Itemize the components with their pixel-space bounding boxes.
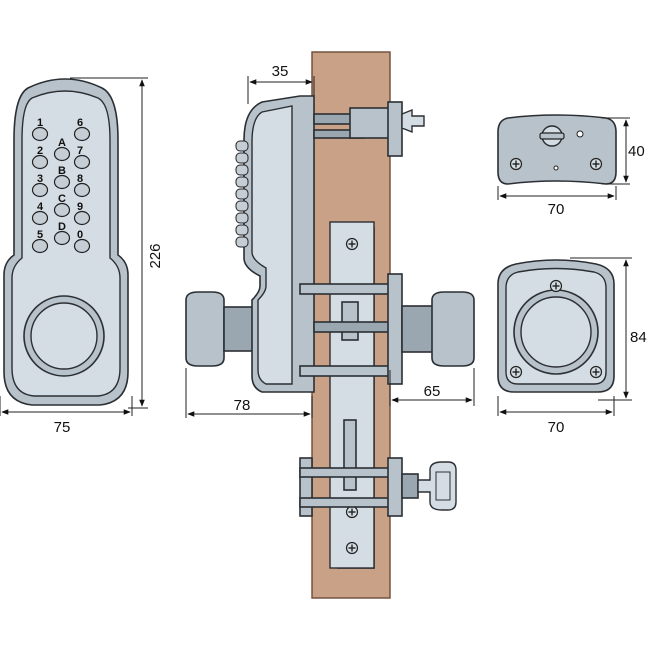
dim-keypad-height: 226 — [147, 243, 164, 268]
keypad-button[interactable] — [73, 238, 91, 254]
keypad-button-label: B — [58, 165, 66, 177]
keypad-button[interactable] — [53, 230, 71, 246]
dim-rose-height: 84 — [630, 329, 647, 346]
keypad-button-label: 0 — [77, 229, 83, 241]
keypad-side-face — [251, 105, 293, 385]
side-button — [235, 200, 249, 212]
phillips-screw-icon — [589, 365, 603, 379]
latch-slot — [341, 301, 359, 341]
side-dimension-lines: 35 78 65 — [185, 63, 475, 418]
keypad-button[interactable] — [31, 126, 49, 142]
outside-knob — [185, 291, 225, 367]
keypad-button[interactable] — [73, 182, 91, 198]
keypad-button[interactable] — [31, 154, 49, 170]
inside-top-plate — [387, 101, 403, 157]
front-knob — [30, 302, 98, 370]
phillips-screw-icon — [549, 279, 563, 293]
keypad-button[interactable] — [31, 238, 49, 254]
inside-knob — [431, 291, 475, 367]
keypad-button-label: 4 — [37, 201, 44, 213]
cylinder-rail-2 — [299, 497, 401, 508]
rail-upper — [299, 283, 401, 295]
keypad-button-label: C — [58, 193, 66, 205]
phillips-screw-icon — [509, 157, 523, 171]
dim-rear-plate-width: 70 — [548, 201, 565, 218]
keypad-button-label: 2 — [37, 145, 43, 157]
keypad-button[interactable] — [31, 210, 49, 226]
key-icon — [417, 461, 457, 511]
thumb-turn-icon — [401, 108, 425, 134]
phillips-screw-icon — [589, 157, 603, 171]
side-section-view — [185, 51, 475, 599]
phillips-screw-icon — [509, 365, 523, 379]
keypad-button[interactable] — [53, 146, 71, 162]
keypad-buttons: 1 2 3 4 5 A B C D 6 7 8 9 0 — [31, 117, 91, 254]
rail-lower — [299, 365, 401, 377]
cylinder-rail-1 — [299, 467, 401, 478]
dim-knob-inside: 65 — [424, 383, 441, 400]
keypad-button-label: 8 — [77, 173, 83, 185]
keypad-front-view: 1 2 3 4 5 A B C D 6 7 8 9 0 — [3, 78, 129, 406]
keypad-button-label: 3 — [37, 173, 43, 185]
rear-plate — [497, 114, 617, 185]
keypad-button-label: 1 — [37, 117, 43, 129]
phillips-screw-icon — [345, 541, 359, 555]
side-buttons — [235, 140, 249, 248]
cylinder-body — [401, 473, 419, 499]
side-button — [235, 176, 249, 188]
rear-knob — [520, 296, 592, 368]
inside-spindle-block — [349, 107, 391, 139]
keypad-button[interactable] — [31, 182, 49, 198]
keypad-button[interactable] — [53, 202, 71, 218]
keypad-button[interactable] — [53, 174, 71, 190]
cylinder-plate-in — [387, 457, 403, 517]
side-button — [235, 236, 249, 248]
phillips-screw-icon — [345, 237, 359, 251]
thumb-turn-icon — [539, 132, 565, 140]
keypad-button-label: 6 — [77, 117, 83, 129]
dim-projection-outside: 35 — [272, 63, 289, 80]
rear-plate-view: 40 70 — [497, 114, 645, 218]
keypad-button-label: 5 — [37, 229, 43, 241]
keypad-button-label: 7 — [77, 145, 83, 157]
keypad-button-label: 9 — [77, 201, 83, 213]
side-button — [235, 140, 249, 152]
keypad-button[interactable] — [73, 154, 91, 170]
side-button — [235, 212, 249, 224]
dim-keypad-width: 75 — [54, 419, 71, 436]
inside-knob-neck — [401, 305, 437, 353]
side-button — [235, 152, 249, 164]
dim-rear-plate-height: 40 — [628, 143, 645, 160]
bolt-slot — [343, 419, 357, 491]
rear-rose-view: 84 70 — [497, 257, 647, 436]
dim-knob-outside: 78 — [234, 397, 251, 414]
keypad-button-label: A — [58, 137, 66, 149]
keypad-button-label: D — [58, 221, 66, 233]
side-button — [235, 188, 249, 200]
side-button — [235, 224, 249, 236]
phillips-screw-icon — [345, 505, 359, 519]
keypad-button[interactable] — [73, 126, 91, 142]
keypad-button[interactable] — [73, 210, 91, 226]
keypad-dimension-lines: 226 75 — [0, 77, 164, 436]
dim-rose-width: 70 — [548, 419, 565, 436]
inside-rose — [387, 273, 403, 385]
side-button — [235, 164, 249, 176]
